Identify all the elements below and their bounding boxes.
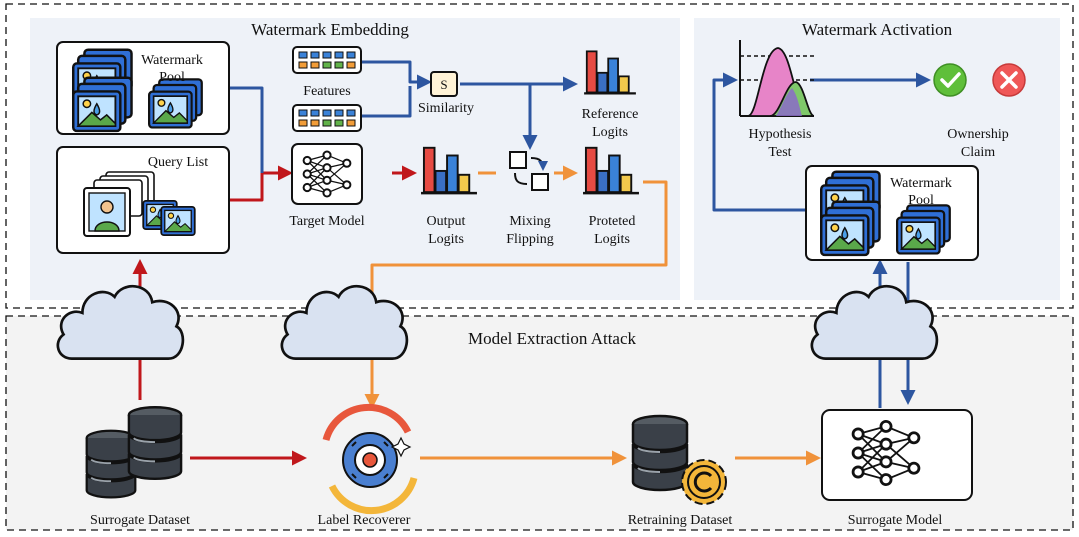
- protected-logits-label-2: Logits: [594, 232, 630, 247]
- query-to-model-arrow: [229, 165, 293, 202]
- attack-title: Model Extraction Attack: [468, 329, 637, 348]
- features-to-similarity-arrow-bottom: [362, 86, 412, 118]
- retraining-dataset-label: Retraining Dataset: [628, 513, 733, 528]
- top-dashed-frame: [5, 3, 1074, 309]
- output-logits-label-1: Output: [427, 214, 466, 229]
- activation-watermark-pool-label-1: Watermark: [890, 176, 952, 191]
- activation-watermark-pool-label-2: Pool: [908, 193, 934, 208]
- pool-to-test-arrow: [712, 72, 806, 212]
- ownership-claim-label-1: Ownership: [947, 127, 1008, 142]
- reference-logits-label-1: Reference: [582, 107, 639, 122]
- cross-icon: [992, 63, 1026, 97]
- surrogate-dataset-label: Surrogate Dataset: [90, 513, 190, 528]
- target-model-label: Target Model: [289, 214, 364, 229]
- watermark-pool-label-2: Pool: [159, 70, 185, 85]
- image-icon: [73, 78, 131, 131]
- database-icon: [631, 414, 689, 492]
- query-list-label: Query List: [148, 155, 208, 170]
- label-recoverer-label: Label Recoverer: [318, 513, 411, 528]
- features-strip-top: [292, 46, 362, 74]
- features-to-similarity-arrow-top: [362, 60, 432, 90]
- ownership-claim-label-2: Claim: [961, 145, 995, 160]
- protected-logits-label-1: Proteted: [589, 214, 636, 229]
- query-images: [83, 171, 196, 237]
- mixing-flipping-label-2: Flipping: [506, 232, 553, 247]
- activation-title: Watermark Activation: [802, 20, 953, 39]
- image-icon: [821, 202, 879, 255]
- surrogate-model-box: [821, 409, 973, 501]
- similarity-badge: [430, 71, 458, 97]
- features-strip-bottom: [292, 104, 362, 132]
- watermark-pool-label-1: Watermark: [141, 53, 203, 68]
- output-logits-label-2: Logits: [428, 232, 464, 247]
- pool-to-model-arrow: [229, 86, 264, 173]
- embedding-title: Watermark Embedding: [251, 20, 409, 39]
- mixing-flipping-icon: [509, 151, 549, 191]
- similarity-badge-text: S: [440, 77, 447, 92]
- label-recoverer-icon: [322, 403, 418, 515]
- check-icon: [933, 63, 967, 97]
- hypothesis-test-icon: [739, 40, 815, 117]
- surrogate-model-label: Surrogate Model: [848, 513, 943, 528]
- image-icon: [897, 205, 950, 253]
- image-icon: [160, 206, 196, 236]
- similarity-label: Similarity: [418, 101, 474, 116]
- database-icon: [127, 406, 183, 481]
- hypothesis-test-label-1: Hypothesis: [749, 127, 812, 142]
- hypothesis-test-label-2: Test: [768, 145, 791, 160]
- mixing-flipping-label-1: Mixing: [509, 214, 550, 229]
- features-label: Features: [303, 84, 350, 99]
- gear-icon: [681, 459, 727, 505]
- image-icon: [149, 79, 202, 127]
- reference-logits-label-2: Logits: [592, 125, 628, 140]
